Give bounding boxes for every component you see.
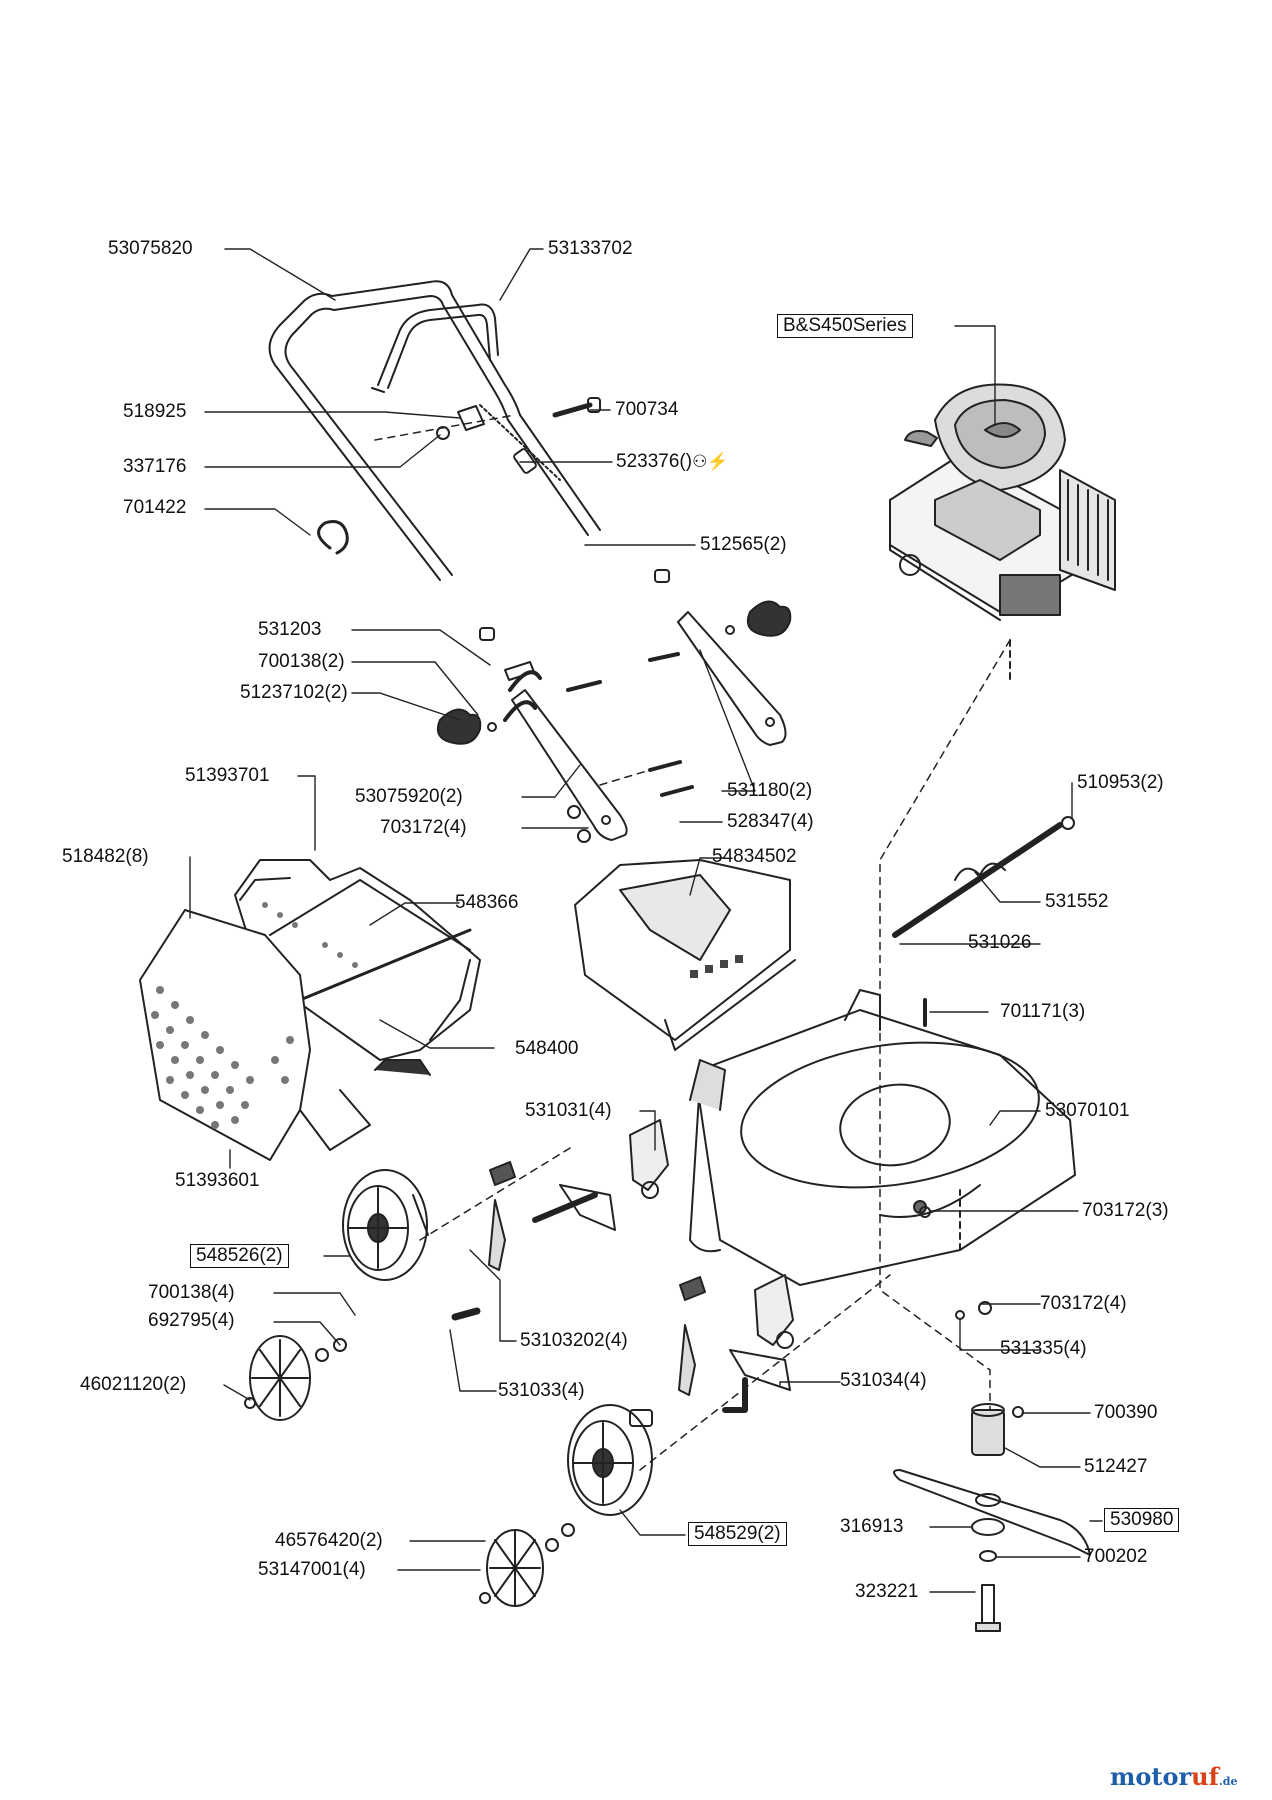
part-label: 700138(4): [148, 1282, 235, 1303]
part-label: 51237102(2): [240, 682, 348, 703]
hubcap-front: [249, 1335, 311, 1421]
upper-handle: [268, 280, 601, 581]
part-label: 512565(2): [700, 534, 787, 555]
blade-washer: [971, 1518, 1005, 1562]
part-number-text: 523376(): [616, 451, 693, 472]
part-label: 523376()⚇⚡: [616, 451, 728, 473]
part-label: 700202: [1084, 1546, 1148, 1567]
part-label: 53070101: [1045, 1100, 1130, 1121]
height-adjuster-rear: [754, 1274, 794, 1349]
part-label: 701422: [123, 497, 187, 518]
mower-deck: [689, 989, 1076, 1286]
part-label: 548366: [455, 892, 519, 913]
leader-lines: [189, 248, 1103, 1593]
part-label: 46021120(2): [80, 1374, 187, 1395]
blade: [893, 1469, 1091, 1556]
wheel-rear: [567, 1404, 653, 1516]
part-label: 518482(8): [62, 846, 149, 867]
watermark-suffix: .de: [1218, 1775, 1238, 1788]
blade-bolt: [975, 1584, 1001, 1632]
part-label: 531203: [258, 619, 322, 640]
part-label: 531335(4): [1000, 1338, 1087, 1359]
part-label: 46576420(2): [275, 1530, 383, 1551]
rear-flap: [574, 859, 796, 1051]
part-label: 531033(4): [498, 1380, 585, 1401]
part-label: 692795(4): [148, 1310, 235, 1331]
watermark-part1: motor: [1110, 1762, 1192, 1791]
motoruf-watermark: motoruf.de: [1110, 1762, 1237, 1791]
wheel-front: [342, 1169, 429, 1281]
part-label: 703172(4): [380, 817, 467, 838]
small-fasteners: [479, 569, 735, 843]
grass-bag-frame: [234, 859, 481, 1076]
height-adjuster-front: [629, 1119, 669, 1199]
part-label: 703172(4): [1040, 1293, 1127, 1314]
axle-531026: [892, 816, 1075, 938]
knob-right: [746, 600, 792, 637]
axle-bracket-rear: [629, 1276, 791, 1427]
axle-bracket-front: [488, 1161, 616, 1271]
bolt-700734: [552, 397, 601, 418]
knob-left: [436, 708, 482, 745]
part-label: 53075920(2): [355, 786, 463, 807]
part-label: 510953(2): [1077, 772, 1164, 793]
part-label: 528347(4): [727, 811, 814, 832]
part-label: 531031(4): [525, 1100, 612, 1121]
handle-clip: [436, 405, 485, 440]
part-label: 512427: [1084, 1456, 1148, 1477]
part-label: 54834502: [712, 846, 797, 867]
part-label-boxed: 530980: [1104, 1508, 1180, 1532]
part-label: 337176: [123, 456, 187, 477]
wheel-small-parts: [244, 1307, 575, 1604]
part-label: 51393601: [175, 1170, 260, 1191]
part-label: 548400: [515, 1038, 579, 1059]
blade-adapter: [971, 1403, 1005, 1456]
part-label-boxed: 548529(2): [688, 1522, 787, 1546]
grass-bag: [139, 902, 371, 1161]
hubcap-rear: [486, 1529, 544, 1607]
part-label-boxed: 548526(2): [190, 1244, 289, 1268]
assembly-lines: [374, 414, 1011, 1471]
engine-series-label: B&S450Series: [777, 314, 913, 338]
part-label: 531026: [968, 932, 1032, 953]
control-bar: [371, 303, 499, 393]
part-label: 531552: [1045, 891, 1109, 912]
part-label: 703172(3): [1082, 1200, 1169, 1221]
cable: [479, 404, 561, 481]
part-label: 518925: [123, 401, 187, 422]
lower-handle-right: [677, 611, 787, 746]
lower-handle-left: [511, 689, 628, 841]
part-label: 51393701: [185, 765, 270, 786]
part-label: 531034(4): [840, 1370, 927, 1391]
part-label: 700734: [615, 399, 679, 420]
clip-701422: [317, 520, 349, 555]
part-label: 53103202(4): [520, 1330, 628, 1351]
safety-icons: ⚇⚡: [692, 452, 729, 471]
part-label: 531180(2): [727, 780, 813, 801]
part-label: 323221: [855, 1581, 919, 1602]
part-label: 53075820: [108, 238, 193, 259]
part-label: 700390: [1094, 1402, 1158, 1423]
part-label: 53133702: [548, 238, 633, 259]
watermark-part2: uf: [1191, 1762, 1219, 1791]
part-label: 701171(3): [1000, 1001, 1086, 1022]
part-label: 316913: [840, 1516, 904, 1537]
engine: [889, 383, 1116, 681]
part-label: 700138(2): [258, 651, 345, 672]
part-label: 53147001(4): [258, 1559, 366, 1580]
